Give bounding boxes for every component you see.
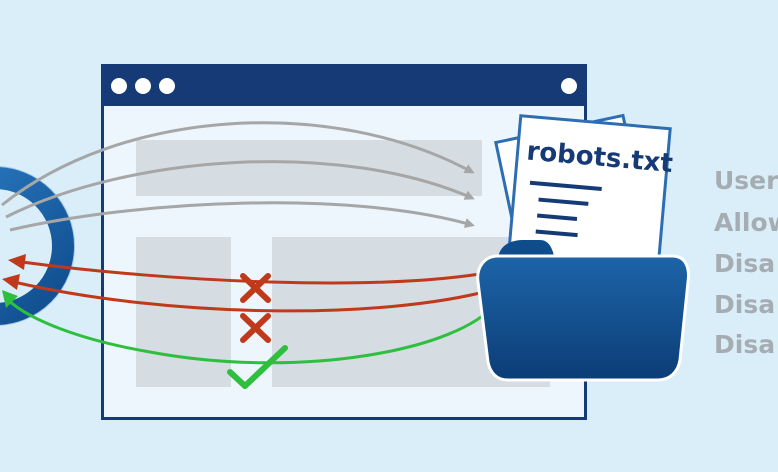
allowed-arrows <box>1 121 475 232</box>
rule-line-disallow: Disa <box>714 290 776 319</box>
allowed-arrow <box>9 201 475 232</box>
rule-line-user: User <box>714 166 778 195</box>
blocked-arrows <box>13 260 493 313</box>
crawler-ring-icon <box>0 166 75 326</box>
allowed-arrow <box>1 121 475 207</box>
blocked-arrowheads <box>2 254 26 290</box>
folder-icon <box>476 240 690 382</box>
content-block-left <box>136 237 231 387</box>
rule-line-disallow: Disa <box>714 249 776 278</box>
success-arrow <box>2 290 498 365</box>
allowed-arrow <box>5 160 475 219</box>
blocked-arrow <box>13 280 493 313</box>
window-close-icon <box>561 78 577 94</box>
blocked-x-icon <box>240 313 271 343</box>
document-lines <box>529 180 602 238</box>
blocked-x-icon <box>240 273 271 303</box>
rule-line-disallow: Disa <box>714 330 776 359</box>
check-icon <box>227 345 288 389</box>
rule-line-allow: Allow <box>714 208 778 237</box>
window-dots-icon <box>111 78 175 94</box>
blocked-arrow <box>21 260 493 285</box>
